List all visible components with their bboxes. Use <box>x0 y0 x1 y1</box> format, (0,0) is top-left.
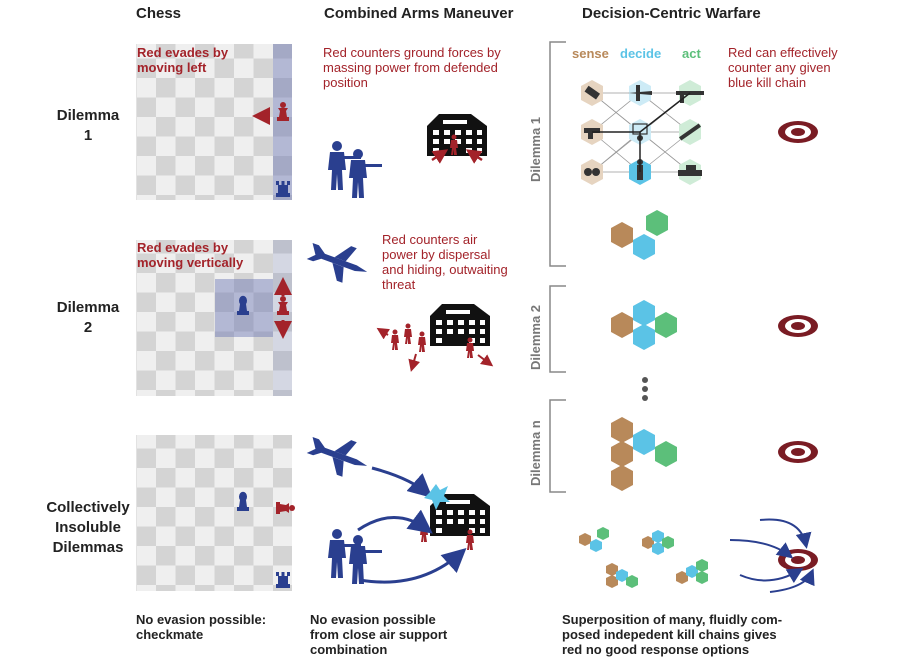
chess-board-3 <box>136 435 295 591</box>
building-icon <box>430 304 490 346</box>
act-label: act <box>682 46 701 61</box>
decision-centric-header: Decision-Centric Warfare <box>582 5 761 22</box>
rook-icon <box>276 572 290 588</box>
chess-note-row1: Red evades by moving left <box>137 45 229 75</box>
chess-header: Chess <box>136 5 182 22</box>
cam-row-1 <box>328 114 487 198</box>
bracket-label-dilemma-n: Dilemma n <box>528 420 543 486</box>
decide-label: decide <box>620 46 662 61</box>
bracket-dilemma-2 <box>549 285 566 373</box>
hex-cluster-1 <box>611 210 668 260</box>
kill-chain-hexes <box>581 80 704 185</box>
caption-chess: No evasion possible: checkmate <box>136 612 267 642</box>
bracket-dilemma-1 <box>549 41 566 267</box>
aircraft-icon <box>303 427 374 484</box>
cam-row-3 <box>303 427 490 584</box>
chess-board-1 <box>136 44 292 200</box>
row-label-dilemma-2: Dilemma 2 <box>56 299 120 336</box>
bracket-dilemma-n <box>549 399 566 493</box>
hex-superposition <box>579 527 708 588</box>
row-label-dilemma-1: Dilemma 1 <box>56 107 120 144</box>
dcw-note: Red can effectively counter any given bl… <box>728 45 838 90</box>
chess-board-2 <box>136 240 292 396</box>
hex-cluster-2 <box>611 300 677 350</box>
explosion-icon <box>424 484 450 510</box>
building-icon <box>427 114 487 156</box>
sense-label: sense <box>572 46 609 61</box>
caption-combined-arms: No evasion possible from close air suppo… <box>310 612 448 657</box>
cam-note-row1: Red counters ground forces by massing po… <box>323 45 501 90</box>
target-icon <box>778 121 818 143</box>
cam-row-2 <box>303 233 494 372</box>
bracket-label-dilemma-1: Dilemma 1 <box>528 116 543 182</box>
chess-note-row2: Red evades by moving vertically <box>137 240 244 270</box>
ellipsis-dots <box>642 377 648 401</box>
target-icon <box>778 441 818 463</box>
aircraft-icon <box>303 233 374 290</box>
caption-decision-centric: Superposition of many, fluidly com- pose… <box>562 612 783 657</box>
combined-arms-header: Combined Arms Maneuver <box>324 5 514 22</box>
hex-cluster-n <box>611 417 677 491</box>
target-icon <box>778 315 818 337</box>
bracket-label-dilemma-2: Dilemma 2 <box>528 304 543 370</box>
converging-arrows <box>729 518 815 593</box>
row-label-insoluble: Collectively Insoluble Dilemmas <box>46 499 130 556</box>
rook-icon <box>276 181 290 197</box>
cam-note-row2: Red counters air power by dispersal and … <box>382 232 508 292</box>
